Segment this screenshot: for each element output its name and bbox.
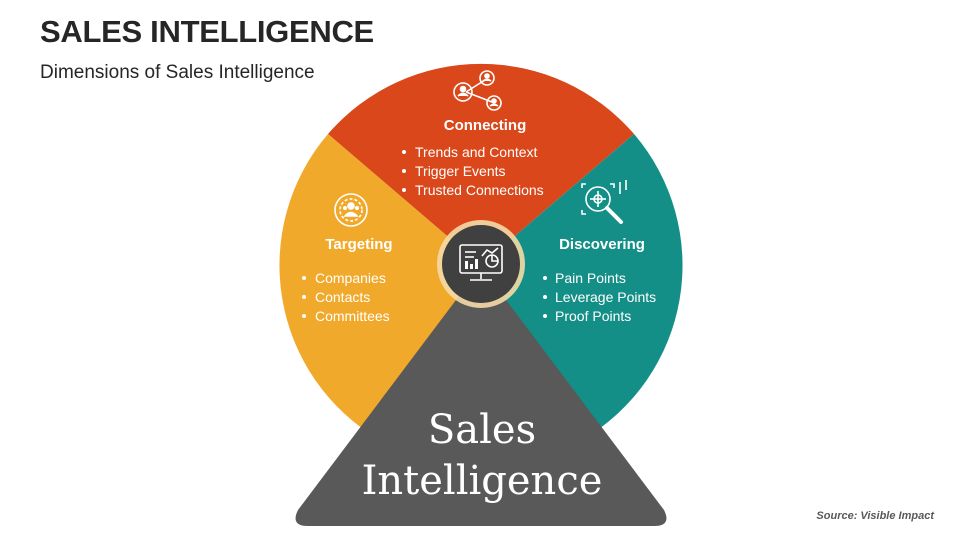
targeting-item: Contacts	[315, 289, 370, 305]
network-people-icon	[453, 70, 502, 111]
connecting-item: Trigger Events	[415, 163, 506, 179]
targeting-list: Companies Contacts Committees	[302, 270, 390, 324]
connecting-title: Connecting	[444, 117, 527, 134]
targeting-segment	[279, 134, 481, 440]
magnifier-target-icon	[581, 180, 627, 224]
targeting-item: Committees	[315, 308, 390, 324]
monitor-analytics-icon	[459, 244, 503, 281]
discovering-segment	[481, 134, 683, 440]
sales-intelligence-triangle	[295, 278, 667, 526]
targeting-title: Targeting	[325, 236, 392, 253]
discovering-item: Leverage Points	[555, 289, 656, 305]
page-title: SALES INTELLIGENCE	[40, 14, 374, 49]
discovering-title: Discovering	[559, 236, 645, 253]
discovering-list: Pain Points Leverage Points Proof Points	[543, 270, 656, 324]
discovering-item: Pain Points	[555, 270, 626, 286]
connecting-item: Trends and Context	[415, 144, 538, 160]
discovering-item: Proof Points	[555, 308, 631, 324]
page-subtitle: Dimensions of Sales Intelligence	[40, 62, 315, 83]
hub-circle	[442, 225, 520, 303]
connecting-item: Trusted Connections	[415, 182, 544, 198]
connecting-segment	[328, 63, 634, 265]
targeting-item: Companies	[315, 270, 386, 286]
target-person-icon	[334, 193, 368, 227]
connecting-list: Trends and Context Trigger Events Truste…	[402, 144, 544, 198]
source-note: Source: Visible Impact	[816, 510, 934, 522]
center-label-line2: Intelligence	[362, 458, 603, 504]
center-label-line1: Sales	[428, 407, 536, 453]
